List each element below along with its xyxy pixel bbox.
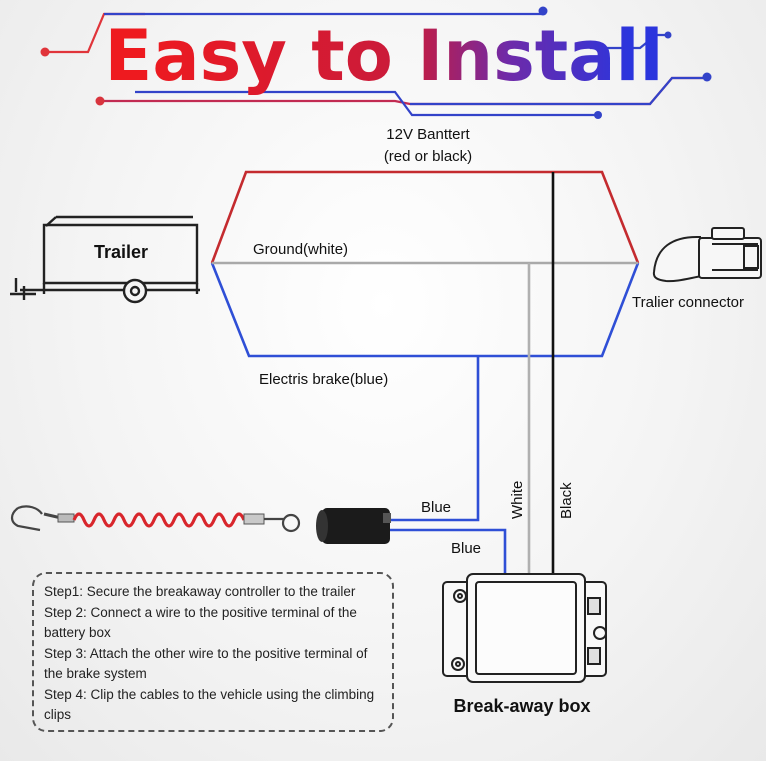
step-1: Step1: Secure the breakaway controller t…	[44, 584, 356, 599]
battery-label-line1: 12V Banttert	[386, 126, 470, 143]
title-circuit-decoration	[40, 6, 712, 119]
blue-wire-to-box	[388, 528, 507, 574]
black-label: Black	[558, 482, 575, 519]
blue-wire	[210, 262, 640, 358]
trailer-label: Trailer	[94, 242, 148, 262]
blue-label-2: Blue	[451, 540, 481, 557]
breakaway-box-icon	[442, 573, 607, 683]
blue-label-1: Blue	[421, 499, 451, 516]
wiring-loop	[210, 170, 640, 358]
white-label: White	[509, 481, 526, 519]
page-title: Easy to Install	[105, 15, 664, 97]
battery-label-line2: (red or black)	[384, 148, 472, 165]
coiled-cable	[10, 505, 301, 533]
trailer-connector-icon	[652, 227, 762, 283]
breakaway-controller-icon	[316, 508, 391, 544]
ground-label: Ground(white)	[253, 241, 348, 258]
blue-wire-to-controller	[388, 356, 480, 522]
box-wires	[388, 172, 555, 574]
step-2: Step 2: Connect a wire to the positive t…	[44, 604, 357, 641]
step-4: Step 4: Clip the cables to the vehicle u…	[44, 686, 375, 723]
brake-label: Electris brake(blue)	[259, 371, 388, 388]
installation-steps: Step1: Secure the breakaway controller t…	[32, 572, 394, 732]
connector-label: Tralier connector	[632, 294, 744, 311]
breakaway-box-label: Break-away box	[453, 696, 590, 716]
step-3: Step 3: Attach the other wire to the pos…	[44, 645, 368, 682]
red-wire	[210, 170, 640, 264]
trailer-icon	[10, 215, 200, 304]
